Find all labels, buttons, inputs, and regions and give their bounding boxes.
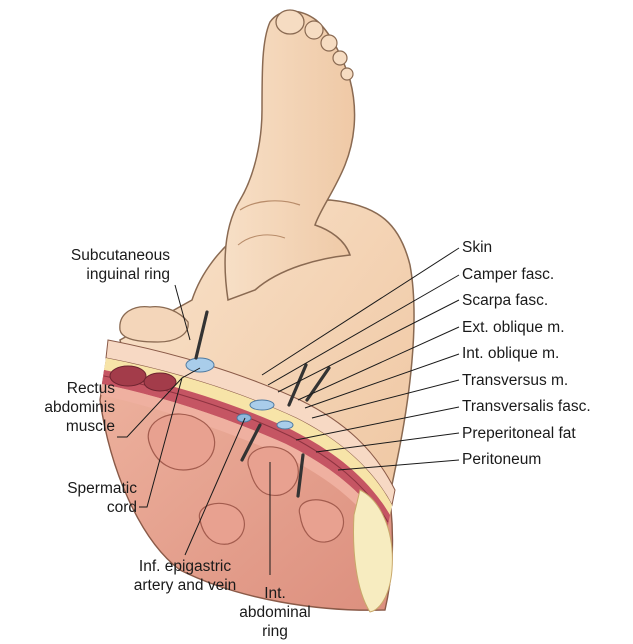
label-subcutaneous-inguinal-ring: Subcutaneous inguinal ring <box>30 246 170 284</box>
label-rectus-abdominis: Rectus abdominis muscle <box>10 379 115 436</box>
label-spermatic-line1: Spermatic <box>10 479 137 498</box>
spermatic-cord <box>250 400 274 410</box>
label-subcutaneous-line1: Subcutaneous <box>30 246 170 265</box>
label-int-oblique: Int. oblique m. <box>462 344 559 363</box>
label-camper-fascia: Camper fasc. <box>462 265 554 284</box>
label-preperitoneal-fat: Preperitoneal fat <box>462 424 576 443</box>
label-scarpa-fascia: Scarpa fasc. <box>462 291 548 310</box>
rectus-abdominis-section <box>110 366 146 386</box>
label-int-ring-line1: Int. <box>220 584 330 603</box>
subcutaneous-inguinal-ring <box>186 358 214 372</box>
label-int-ring-line2: abdominal <box>220 603 330 622</box>
label-spermatic-line2: cord <box>10 498 137 517</box>
int-abdominal-ring <box>277 421 293 429</box>
label-int-abdominal-ring: Int. abdominal ring <box>220 584 330 641</box>
label-ext-oblique: Ext. oblique m. <box>462 318 565 337</box>
label-rectus-line1: Rectus <box>10 379 115 398</box>
label-transversus: Transversus m. <box>462 371 568 390</box>
label-skin: Skin <box>462 238 492 257</box>
label-rectus-line3: muscle <box>10 417 115 436</box>
big-toe <box>276 10 304 34</box>
label-rectus-line2: abdominis <box>10 398 115 417</box>
label-transversalis-fascia: Transversalis fasc. <box>462 397 591 416</box>
label-subcutaneous-line2: inguinal ring <box>30 265 170 284</box>
label-int-ring-line3: ring <box>220 622 330 641</box>
label-spermatic-cord: Spermatic cord <box>10 479 137 517</box>
label-epigastric-line1: Inf. epigastric <box>100 557 270 576</box>
label-peritoneum: Peritoneum <box>462 450 541 469</box>
